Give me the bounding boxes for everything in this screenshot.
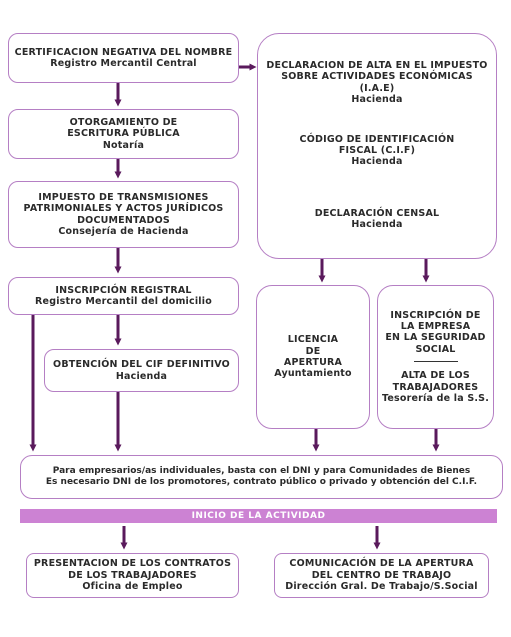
box-impuesto-transmisiones: IMPUESTO DE TRANSMISIONES PATRIMONIALES … [8, 181, 239, 248]
box-title: DEL CENTRO DE TRABAJO [311, 569, 452, 581]
box-title: INSCRIPCIÓN DE [390, 309, 481, 321]
box-title: DE LOS TRABAJADORES [68, 569, 197, 581]
box-title: (I.A.E) [359, 82, 395, 94]
box-subtitle: Tesorería de la S.S. [381, 392, 490, 404]
box-title: APERTURA [283, 357, 343, 368]
censal-group: DECLARACIÓN CENSAL Hacienda [315, 208, 440, 231]
info-line: Es necesario DNI de los promotores, cont… [45, 477, 478, 487]
box-subtitle: Hacienda [351, 219, 403, 231]
box-subtitle: Notaría [102, 139, 145, 151]
info-line: Para empresarios/as individuales, basta … [52, 466, 471, 477]
box-title: IMPUESTO DE TRANSMISIONES [38, 191, 209, 203]
box-title: TRABAJADORES [392, 381, 479, 393]
box-title: CERTIFICACION NEGATIVA DEL NOMBRE [14, 46, 233, 58]
box-title: EN LA SEGURIDAD [385, 332, 486, 344]
inicio-actividad-banner: INICIO DE LA ACTIVIDAD [20, 509, 497, 523]
box-seguridad-social: INSCRIPCIÓN DE LA EMPRESA EN LA SEGURIDA… [377, 285, 494, 429]
box-title: PRESENTACION DE LOS CONTRATOS [33, 558, 232, 570]
box-subtitle: Registro Mercantil Central [50, 58, 197, 69]
box-title: INSCRIPCIÓN REGISTRAL [55, 284, 192, 296]
box-title: CÓDIGO DE IDENTIFICACIÓN [299, 133, 455, 145]
box-title: LA EMPRESA [400, 321, 471, 333]
box-title: OBTENCIÓN DEL CIF DEFINITIVO [53, 359, 230, 371]
box-inscripcion-registral: INSCRIPCIÓN REGISTRAL Registro Mercantil… [8, 277, 239, 315]
box-subtitle: Consejería de Hacienda [58, 225, 189, 237]
box-title: OTORGAMIENTO DE [69, 116, 178, 128]
box-title: DOCUMENTADOS [77, 214, 170, 226]
box-title: ESCRITURA PÚBLICA [67, 128, 180, 140]
box-otorgamiento-escritura: OTORGAMIENTO DE ESCRITURA PÚBLICA Notarí… [8, 109, 239, 159]
box-licencia-apertura: LICENCIA DE APERTURA Ayuntamiento [256, 285, 370, 429]
box-title: SOCIAL [415, 343, 456, 355]
box-subtitle: Ayuntamiento [274, 368, 352, 380]
box-subtitle: Hacienda [351, 94, 403, 106]
box-title: LICENCIA [287, 334, 339, 346]
box-comunicacion-apertura: COMUNICACIÓN DE LA APERTURA DEL CENTRO D… [274, 553, 489, 598]
box-obtencion-cif: OBTENCIÓN DEL CIF DEFINITIVO Hacienda [44, 349, 239, 392]
box-title: DECLARACIÓN CENSAL [314, 207, 440, 219]
box-title: ALTA DE LOS [401, 370, 470, 382]
box-title: FISCAL (C.I.F) [338, 144, 416, 156]
box-subtitle: Hacienda [115, 370, 168, 382]
box-title: COMUNICACIÓN DE LA APERTURA [289, 558, 474, 570]
box-subtitle: Dirección Gral. De Trabajo/S.Social [285, 581, 478, 593]
iae-group: DECLARACION DE ALTA EN EL IMPUESTO SOBRE… [266, 60, 487, 106]
box-title: PATRIMONIALES Y ACTOS JURÍDICOS [23, 203, 224, 215]
box-subtitle: Oficina de Empleo [82, 581, 183, 593]
box-certificacion-negativa: CERTIFICACION NEGATIVA DEL NOMBRE Regist… [8, 33, 239, 83]
box-title: DE [305, 345, 321, 357]
cif-group: CÓDIGO DE IDENTIFICACIÓN FISCAL (C.I.F) … [300, 134, 455, 168]
box-presentacion-contratos: PRESENTACION DE LOS CONTRATOS DE LOS TRA… [26, 553, 239, 598]
box-title: DECLARACION DE ALTA EN EL IMPUESTO [266, 60, 488, 71]
box-subtitle: Registro Mercantil del domicilio [35, 296, 212, 307]
box-title: SOBRE ACTIVIDADES ECONÓMICAS [281, 71, 473, 83]
box-requisitos-empresarios: Para empresarios/as individuales, basta … [20, 455, 503, 499]
divider [413, 361, 458, 363]
box-subtitle: Hacienda [351, 156, 403, 168]
box-hacienda-declaraciones: DECLARACION DE ALTA EN EL IMPUESTO SOBRE… [257, 33, 497, 259]
